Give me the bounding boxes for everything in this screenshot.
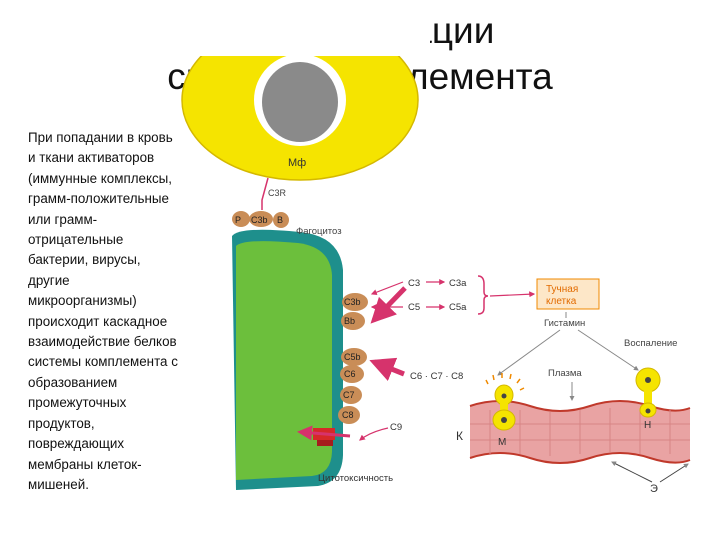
body-line: микроорганизмы) xyxy=(28,293,137,309)
plasma-label: Плазма xyxy=(548,368,582,379)
mast-cell-line-1: Тучная xyxy=(546,284,578,295)
body-line: повреждающих xyxy=(28,436,125,452)
cell-n: Н xyxy=(635,367,661,431)
e-label: Э xyxy=(650,483,658,495)
chain-label: C3b xyxy=(344,297,361,307)
body-line: промежуточных xyxy=(28,395,127,411)
slide-corner xyxy=(0,0,38,38)
to-mast-arrow xyxy=(489,291,536,298)
c3-label: C3 xyxy=(408,278,420,289)
body-text: При попадании в кровь и ткани активаторо… xyxy=(28,128,208,495)
receptor-label: C3R xyxy=(268,188,287,198)
c5-label: C5 xyxy=(408,302,420,313)
c6-c7-c8-label: C6 · C7 · C8 xyxy=(410,371,463,382)
c3-arrow xyxy=(370,286,407,324)
body-line: грамм-положительные xyxy=(28,191,169,207)
phagocyte-label: Мф xyxy=(288,157,306,169)
histamine-arrow-right xyxy=(577,329,639,371)
c3-thin-arrow xyxy=(370,281,404,296)
chain-label: C5b xyxy=(344,352,361,362)
c3a-label: C3a xyxy=(449,278,467,289)
inflammation-label: Воспаление xyxy=(624,338,677,349)
body-line: мембраны клеток- xyxy=(28,456,142,472)
chain-label: C7 xyxy=(343,390,355,400)
cell-m: М xyxy=(485,373,525,448)
body-line: При попадании в кровь xyxy=(28,130,173,145)
c6-arrow xyxy=(369,357,405,382)
p-label: P xyxy=(235,215,241,225)
body-line: отрицательные xyxy=(28,232,124,248)
blood-vessel xyxy=(469,400,691,464)
body-line: происходит каскадное xyxy=(28,313,168,329)
k-label: К xyxy=(456,429,463,443)
body-line: взаимодействие белков xyxy=(28,334,177,350)
body-line: (иммунные комплексы, xyxy=(28,170,173,186)
cytotoxicity-label: Цитотоксичность xyxy=(318,473,393,484)
body-line: бактерии, вирусы, xyxy=(28,252,141,268)
bacterium xyxy=(232,229,343,490)
top-complex: P C3b B xyxy=(232,211,289,228)
histamine-label: Гистамин xyxy=(544,318,585,329)
body-line: или грамм- xyxy=(28,211,98,227)
body-line: системы комплемента с xyxy=(28,354,178,370)
c3b-top-label: C3b xyxy=(251,215,268,225)
m-label: М xyxy=(498,437,506,448)
n-label: Н xyxy=(644,420,651,431)
mast-cell-box: Тучная клетка xyxy=(536,278,600,310)
chain-label: C6 xyxy=(344,369,356,379)
mast-cell-line-2: клетка xyxy=(546,296,577,307)
histamine-arrow-left xyxy=(497,329,561,376)
c9-arrow xyxy=(297,425,351,441)
body-line: и ткани активаторов xyxy=(28,150,155,166)
phagocyte: Мф xyxy=(170,0,430,181)
body-line: продуктов, xyxy=(28,415,95,431)
body-line: образованием xyxy=(28,374,118,390)
e-arrow-left xyxy=(611,461,653,483)
receptor-line xyxy=(261,177,269,210)
c9-thin-arrow xyxy=(359,427,389,441)
bracket xyxy=(477,275,489,315)
c5a-label: C5a xyxy=(449,302,467,313)
body-line: мишеней. xyxy=(28,476,89,492)
chain-label: Bb xyxy=(344,316,355,326)
complement-chain: C3b Bb C5b C6 C7 C8 xyxy=(338,293,368,424)
b-label: B xyxy=(277,215,283,225)
phagocytosis-label: Фагоцитоз xyxy=(296,226,342,237)
e-arrow-right xyxy=(659,463,689,483)
c9-label: C9 xyxy=(390,422,402,433)
chain-label: C8 xyxy=(342,410,354,420)
body-line: другие xyxy=(28,272,70,288)
